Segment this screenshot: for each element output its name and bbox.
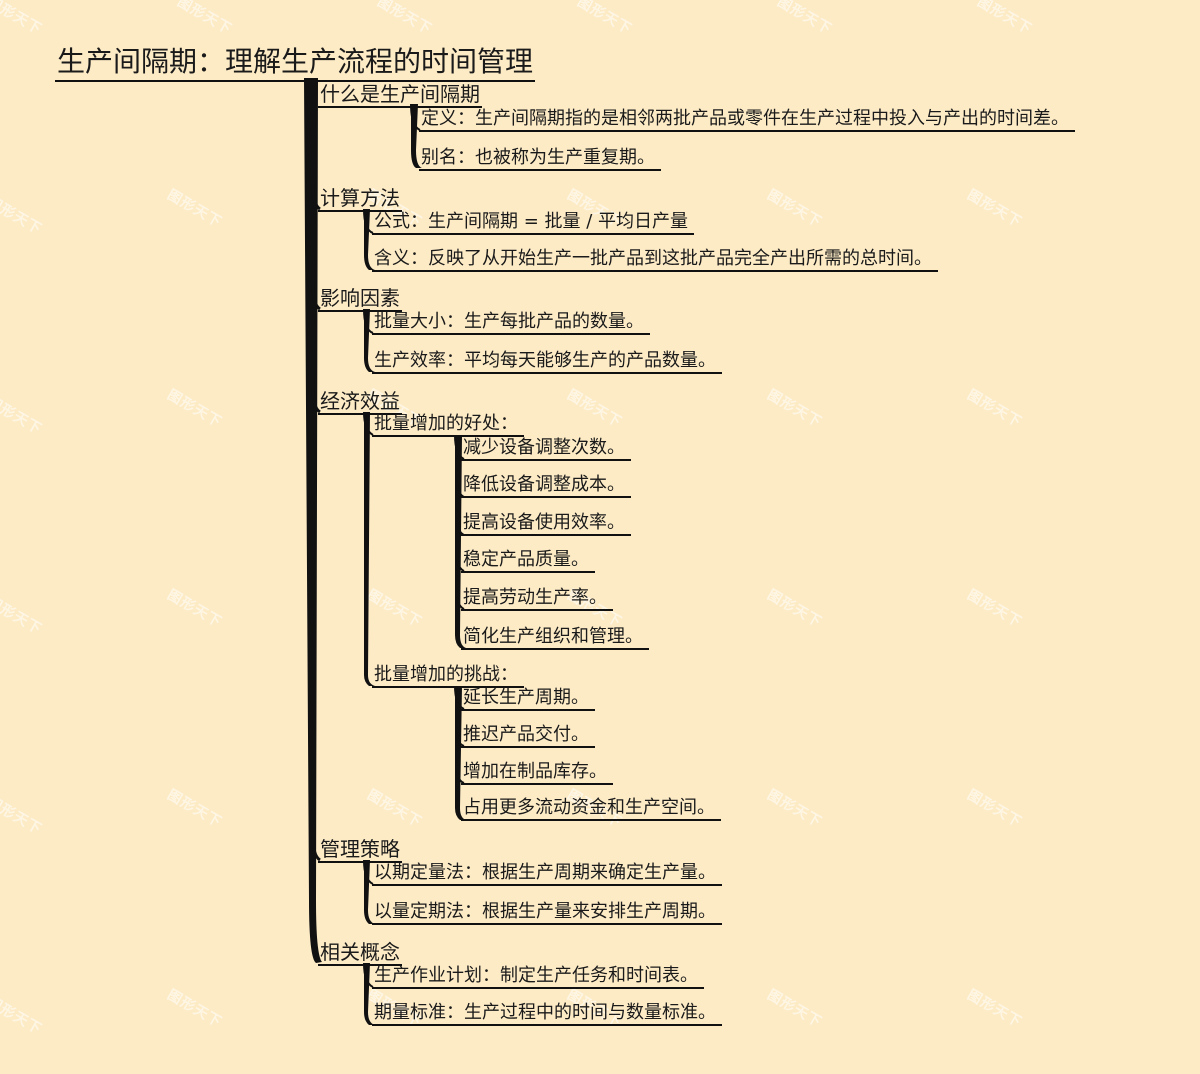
leaf-challenge[interactable]: 占用更多流动资金和生产空间。 (461, 799, 721, 821)
leaf-related[interactable]: 生产作业计划：制定生产任务和时间表。 (372, 967, 704, 989)
leaf-batch-size[interactable]: 批量大小：生产每批产品的数量。 (372, 313, 650, 335)
leaf-benefit[interactable]: 稳定产品质量。 (461, 551, 595, 573)
leaf-strategy[interactable]: 以期定量法：根据生产周期来确定生产量。 (372, 864, 722, 886)
branch-factors[interactable]: 影响因素 (318, 286, 402, 312)
leaf-challenge[interactable]: 延长生产周期。 (461, 689, 595, 711)
branch-what-is[interactable]: 什么是生产间隔期 (318, 82, 482, 108)
leaf-challenge[interactable]: 推迟产品交付。 (461, 726, 595, 748)
leaf-benefit[interactable]: 简化生产组织和管理。 (461, 628, 649, 650)
branch-related[interactable]: 相关概念 (318, 940, 402, 966)
leaf-meaning[interactable]: 含义：反映了从开始生产一批产品到这批产品完全产出所需的总时间。 (372, 250, 938, 272)
leaf-benefit[interactable]: 提高设备使用效率。 (461, 514, 631, 536)
subbranch-challenges[interactable]: 批量增加的挑战： (372, 666, 524, 688)
branch-calculation[interactable]: 计算方法 (318, 186, 402, 212)
mindmap-root[interactable]: 生产间隔期：理解生产流程的时间管理 (55, 48, 536, 82)
leaf-strategy[interactable]: 以量定期法：根据生产量来安排生产周期。 (372, 903, 722, 925)
subbranch-connector (455, 435, 466, 648)
branch-economics[interactable]: 经济效益 (318, 389, 402, 415)
branch-connector (364, 412, 375, 686)
leaf-challenge[interactable]: 增加在制品库存。 (461, 763, 613, 785)
leaf-efficiency[interactable]: 生产效率：平均每天能够生产的产品数量。 (372, 352, 722, 374)
trunk-connector (304, 78, 322, 963)
subbranch-benefits[interactable]: 批量增加的好处： (372, 415, 524, 437)
leaf-alias[interactable]: 别名：也被称为生产重复期。 (419, 149, 661, 171)
leaf-formula[interactable]: 公式：生产间隔期 = 批量 / 平均日产量 (372, 213, 695, 235)
leaf-benefit[interactable]: 降低设备调整成本。 (461, 476, 631, 498)
leaf-definition[interactable]: 定义：生产间隔期指的是相邻两批产品或零件在生产过程中投入与产出的时间差。 (419, 110, 1075, 132)
leaf-benefit[interactable]: 减少设备调整次数。 (461, 439, 631, 461)
leaf-related[interactable]: 期量标准：生产过程中的时间与数量标准。 (372, 1004, 722, 1026)
branch-strategy[interactable]: 管理策略 (318, 837, 402, 863)
leaf-benefit[interactable]: 提高劳动生产率。 (461, 589, 613, 611)
subbranch-connector (455, 686, 466, 820)
